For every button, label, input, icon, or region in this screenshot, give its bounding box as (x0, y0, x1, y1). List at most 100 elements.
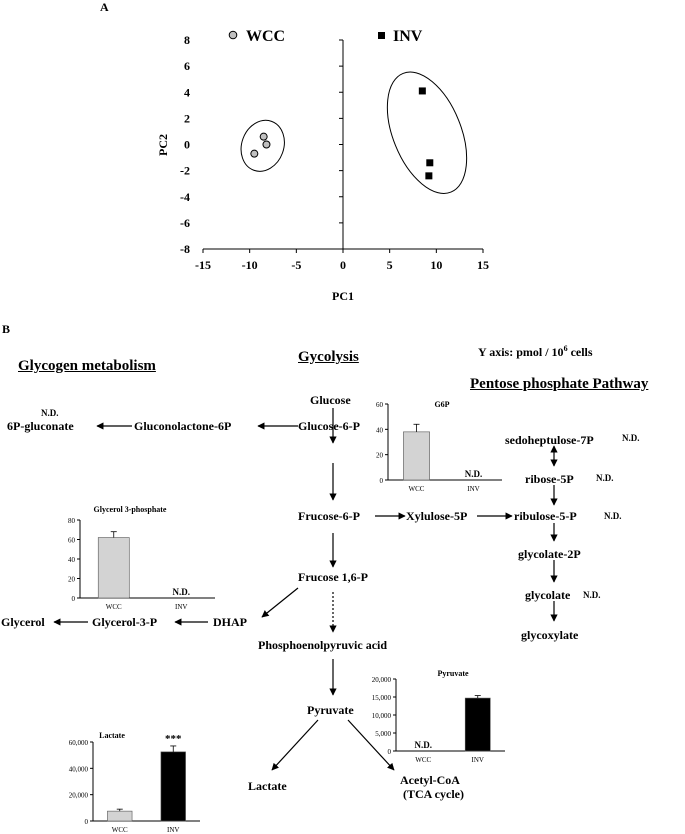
bar-y-tick-label: 0 (380, 477, 384, 485)
wcc-group-ellipse (240, 119, 285, 172)
panel-b-label: B (2, 322, 11, 336)
node-sedoheptulose-7p: sedoheptulose-7P (505, 433, 594, 447)
node-frucose-6-p: Frucose-6-P (298, 509, 360, 523)
x-tick-label: 0 (340, 258, 346, 272)
bar (97, 537, 130, 599)
y-tick-label: 8 (184, 33, 190, 47)
node-pyruvate: Pyruvate (307, 703, 354, 717)
nd-sedoheptulose-7p: N.D. (622, 433, 640, 443)
x-axis-title: PC1 (332, 289, 354, 303)
bar-y-tick-label: 60 (68, 537, 76, 545)
legend-inv-label: INV (393, 28, 423, 45)
bar-category-label: WCC (409, 485, 425, 493)
wcc-data-point (250, 149, 259, 158)
section-title-glycogen: Glycogen metabolism (18, 358, 156, 374)
bar-y-tick-label: 20,000 (69, 792, 89, 800)
panel-a-label: A (100, 0, 109, 14)
nd-glycolate: N.D. (583, 590, 601, 600)
bar-y-tick-label: 20 (376, 452, 384, 460)
node-glycerol-3-p: Glycerol-3-P (92, 615, 158, 629)
nd-6p-gluconate: N.D. (41, 408, 59, 418)
y-tick-label: -8 (180, 242, 190, 256)
inv-data-point (418, 87, 426, 95)
legend-inv-marker (378, 32, 385, 39)
bar-y-tick-label: 40 (68, 556, 76, 564)
bar-y-tick-label: 60 (376, 401, 384, 409)
bar-category-label: WCC (415, 756, 431, 764)
bar-chart-title: G6P (434, 400, 449, 409)
node-glycolate: glycolate (525, 588, 571, 602)
x-tick-label: -15 (195, 258, 211, 272)
node-6p-gluconate: 6P-gluconate (7, 419, 74, 433)
bar-y-tick-label: 0 (72, 595, 76, 603)
bar-y-tick-label: 60,000 (69, 739, 89, 747)
bar-chart-pyruvate: 05,00010,00015,00020,000WCCN.D.INVPyruva… (372, 669, 505, 764)
bar-y-tick-label: 5,000 (375, 730, 391, 738)
bar-category-label: INV (167, 826, 179, 834)
y-axis-unit-note: Y axis: pmol / 106 cells (478, 342, 593, 359)
inv-data-point (425, 172, 433, 180)
node-ribulose-5-p: ribulose-5-P (514, 509, 577, 523)
x-tick-label: 10 (430, 258, 442, 272)
bar-y-tick-label: 40 (376, 426, 384, 434)
node-glycoxylate: glycoxylate (521, 628, 579, 642)
bar (160, 751, 186, 822)
arrow-pyruvate-acetylcoa (347, 719, 395, 771)
node-acetyl-coa: Acetyl-CoA (400, 773, 460, 787)
inv-data-point (426, 159, 434, 167)
arrow-pyruvate-lactate (271, 719, 319, 771)
node-gluconolactone-6p: Gluconolactone-6P (134, 419, 232, 433)
bar-category-label: INV (467, 485, 479, 493)
bar-y-tick-label: 0 (85, 818, 89, 826)
bar-category-label: WCC (106, 603, 122, 611)
section-title-glycolysis: Gycolysis (298, 349, 359, 365)
y-tick-label: -2 (180, 164, 190, 178)
unit-note-exponent: 6 (563, 344, 568, 353)
bar-nd-label: N.D. (173, 587, 191, 597)
legend-wcc-label: WCC (246, 28, 285, 45)
y-tick-label: 0 (184, 138, 190, 152)
unit-note-end: cells (567, 345, 593, 359)
x-tick-label: -5 (291, 258, 301, 272)
wcc-data-point (262, 140, 271, 149)
y-tick-label: 4 (184, 85, 190, 99)
x-tick-label: -10 (242, 258, 258, 272)
node-dhap: DHAP (213, 615, 247, 629)
bar-chart-title: Pyruvate (437, 669, 469, 678)
bar (107, 810, 133, 822)
node-glucose: Glucose (310, 393, 351, 407)
bar-chart-title: Lactate (99, 731, 125, 740)
nd-ribose-5p: N.D. (596, 473, 614, 483)
node-glycerol: Glycerol (1, 615, 45, 629)
bar-nd-label: N.D. (465, 469, 483, 479)
section-title-ppp: Pentose phosphate Pathway (470, 376, 649, 392)
node-xylulose-5p: Xylulose-5P (406, 509, 468, 523)
node-lactate: Lactate (248, 779, 287, 793)
bar-y-tick-label: 10,000 (372, 712, 392, 720)
bar (403, 431, 430, 481)
y-tick-label: 2 (184, 111, 190, 125)
bar-y-tick-label: 0 (388, 748, 392, 756)
inv-group-ellipse (386, 71, 468, 194)
bar-category-label: INV (472, 756, 484, 764)
bar-y-tick-label: 20 (68, 576, 76, 584)
bar-significance-marker: *** (165, 733, 182, 745)
bar-y-tick-label: 80 (68, 517, 76, 525)
node-ribose-5p: ribose-5P (525, 472, 574, 486)
x-tick-label: 15 (477, 258, 489, 272)
nd-ribulose-5-p: N.D. (604, 511, 622, 521)
y-tick-label: 6 (184, 59, 190, 73)
bar-chart-title: Glycerol 3-phosphate (94, 505, 167, 514)
unit-note-text: Y axis: pmol / 10 (478, 345, 564, 359)
node-tca-cycle: (TCA cycle) (403, 787, 464, 801)
arrow-f16p-dhap (261, 587, 299, 618)
bar-category-label: WCC (112, 826, 128, 834)
node-glycolate-2p: glycolate-2P (518, 547, 581, 561)
x-tick-label: 5 (387, 258, 393, 272)
